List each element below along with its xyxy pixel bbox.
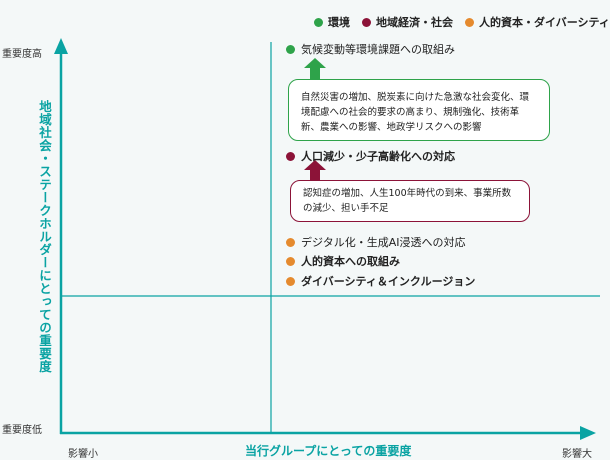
environment-arrow-shaft xyxy=(310,67,320,79)
item-diversity-label: ダイバーシティ＆インクルージョン xyxy=(301,275,476,288)
item-population: 人口減少・少子高齢化への対応 xyxy=(286,148,455,164)
climate-note-box: 自然災害の増加、脱炭素に向けた急激な社会変化、環境配慮への社会的要求の高まり、規… xyxy=(288,79,550,141)
climate-note-text: 自然災害の増加、脱炭素に向けた急激な社会変化、環境配慮への社会的要求の高まり、規… xyxy=(301,92,530,133)
x-axis-arrowhead xyxy=(580,426,596,440)
item-human-capital-dot xyxy=(286,256,295,266)
x-axis-high-label: 影響大 xyxy=(562,449,592,460)
item-population-dot xyxy=(286,151,295,161)
legend-item-human-capital: 人的資本・ダイバーシティ xyxy=(465,14,610,30)
regional-arrow-shaft xyxy=(310,169,320,182)
x-axis-low-label: 影響小 xyxy=(68,449,98,460)
y-axis-high-label: 重要度高 xyxy=(2,49,42,60)
y-axis-low-label: 重要度低 xyxy=(2,425,42,436)
item-digital-label: デジタル化・生成AI浸透への対応 xyxy=(301,236,466,249)
item-digital-dot xyxy=(286,237,295,247)
legend-item-environment: 環境 xyxy=(314,14,350,30)
population-note-text: 認知症の増加、人生100年時代の到来、事業所数の減少、担い手不足 xyxy=(303,188,512,214)
legend-item-regional-society: 地域経済・社会 xyxy=(362,14,453,30)
legend-dot-human-capital xyxy=(465,17,474,27)
legend-label-regional-society: 地域経済・社会 xyxy=(376,16,453,29)
legend: 環境 地域経済・社会 人的資本・ダイバーシティ xyxy=(314,14,610,30)
item-climate-dot xyxy=(286,44,295,54)
population-note-box: 認知症の増加、人生100年時代の到来、事業所数の減少、担い手不足 xyxy=(290,180,530,222)
item-human-capital: 人的資本への取組み xyxy=(286,253,400,269)
item-human-capital-label: 人的資本への取組み xyxy=(301,255,400,268)
legend-label-human-capital: 人的資本・ダイバーシティ xyxy=(479,16,610,29)
item-climate: 気候変動等環境課題への取組み xyxy=(286,41,455,57)
regional-arrow-head xyxy=(304,160,326,170)
item-population-label: 人口減少・少子高齢化への対応 xyxy=(301,150,455,163)
x-axis-title: 当行グループにとっての重要度 xyxy=(245,444,412,458)
y-axis-title: 地域社会・ステークホルダーにとっての重要度 xyxy=(37,100,52,373)
item-diversity: ダイバーシティ＆インクルージョン xyxy=(286,273,475,289)
item-digital: デジタル化・生成AI浸透への対応 xyxy=(286,234,466,250)
legend-label-environment: 環境 xyxy=(328,16,350,29)
y-axis-arrowhead xyxy=(54,38,68,54)
item-climate-label: 気候変動等環境課題への取組み xyxy=(301,43,455,56)
environment-arrow-head xyxy=(304,58,326,68)
legend-dot-regional-society xyxy=(362,17,371,27)
item-diversity-dot xyxy=(286,276,295,286)
legend-dot-environment xyxy=(314,17,323,27)
